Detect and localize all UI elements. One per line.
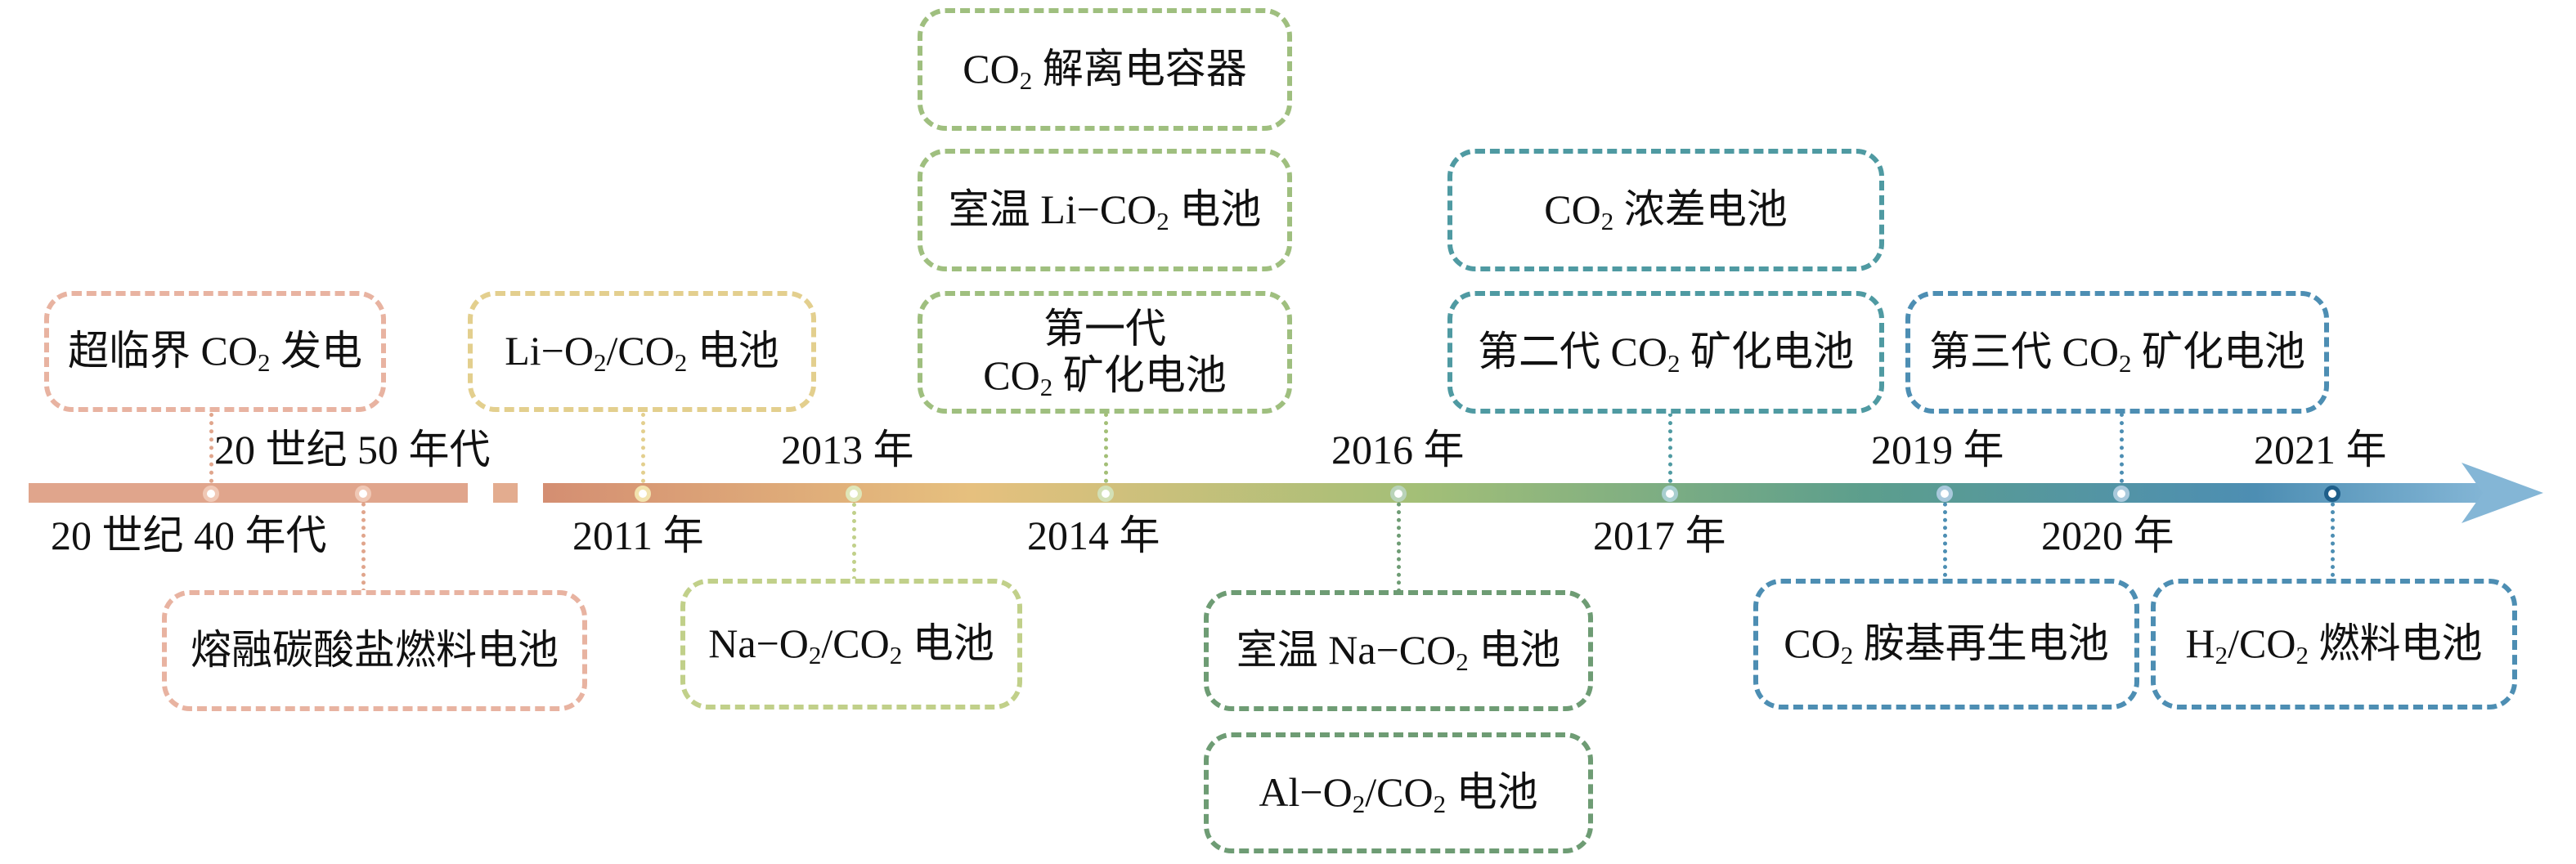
event-box-line: 第二代 CO2 矿化电池 bbox=[1478, 329, 1854, 378]
timeline-segment-1 bbox=[29, 483, 468, 503]
year-label-2020: 2020 年 bbox=[2041, 513, 2174, 558]
connector bbox=[1104, 413, 1108, 491]
connector bbox=[1668, 413, 1672, 491]
connector bbox=[2331, 495, 2335, 593]
timeline-node bbox=[2324, 486, 2340, 502]
event-box-line: CO2 矿化电池 bbox=[983, 352, 1227, 401]
timeline-node bbox=[355, 486, 371, 502]
year-label-1940s: 20 世纪 40 年代 bbox=[51, 513, 327, 558]
timeline-node bbox=[2113, 486, 2129, 502]
connector bbox=[1943, 495, 1947, 593]
event-box-li-o2-co2: Li−O2/CO2 电池 bbox=[468, 291, 816, 412]
event-box-line: 室温 Li−CO2 电池 bbox=[948, 186, 1262, 235]
year-label-1950s: 20 世纪 50 年代 bbox=[214, 427, 491, 472]
year-label-2011: 2011 年 bbox=[572, 513, 704, 558]
year-label-2014: 2014 年 bbox=[1027, 513, 1160, 558]
timeline-node bbox=[203, 486, 219, 502]
year-label-2016: 2016 年 bbox=[1331, 427, 1465, 472]
event-box-h2-co2: H2/CO2 燃料电池 bbox=[2151, 579, 2517, 710]
timeline-node bbox=[1936, 486, 1953, 502]
connector bbox=[1397, 495, 1401, 593]
event-box-line: Al−O2/CO2 电池 bbox=[1259, 769, 1538, 818]
event-box-line: 室温 Na−CO2 电池 bbox=[1236, 627, 1561, 676]
timeline-arrowhead bbox=[2462, 463, 2543, 523]
year-label-2021: 2021 年 bbox=[2254, 427, 2387, 472]
event-box-gen3-mineral: 第三代 CO2 矿化电池 bbox=[1905, 291, 2329, 414]
year-label-2017: 2017 年 bbox=[1593, 513, 1726, 558]
event-box-line: CO2 浓差电池 bbox=[1544, 186, 1788, 235]
year-label-2019: 2019 年 bbox=[1871, 427, 2004, 472]
event-box-co2-amine: CO2 胺基再生电池 bbox=[1753, 579, 2139, 710]
event-box-rt-li-co2: 室温 Li−CO2 电池 bbox=[918, 149, 1292, 271]
timeline-node bbox=[846, 486, 862, 502]
event-box-na-o2-co2: Na−O2/CO2 电池 bbox=[680, 579, 1022, 710]
connector bbox=[2120, 413, 2124, 491]
event-box-rt-na-co2: 室温 Na−CO2 电池 bbox=[1204, 590, 1593, 711]
timeline-node bbox=[1390, 486, 1407, 502]
event-box-line: CO2 胺基再生电池 bbox=[1784, 620, 2109, 669]
timeline-node bbox=[1662, 486, 1678, 502]
timeline-segment-3 bbox=[543, 483, 2489, 503]
event-box-al-o2-co2: Al−O2/CO2 电池 bbox=[1204, 732, 1593, 853]
event-box-supercritical-co2: 超临界 CO2 发电 bbox=[44, 291, 386, 412]
event-box-line: Na−O2/CO2 电池 bbox=[708, 620, 994, 669]
year-label-2013: 2013 年 bbox=[781, 427, 914, 472]
timeline-segment-2 bbox=[493, 483, 518, 503]
connector bbox=[641, 413, 645, 491]
connector bbox=[209, 413, 213, 491]
connector bbox=[852, 495, 856, 580]
timeline-node bbox=[1097, 486, 1114, 502]
event-box-line: Li−O2/CO2 电池 bbox=[505, 328, 779, 377]
event-box-line: 超临界 CO2 发电 bbox=[68, 328, 362, 377]
connector bbox=[361, 495, 366, 593]
event-box-line: 第三代 CO2 矿化电池 bbox=[1929, 329, 2305, 378]
event-box-line: CO2 解离电容器 bbox=[963, 46, 1247, 95]
event-box-molten-carbonate: 熔融碳酸盐燃料电池 bbox=[162, 590, 587, 711]
event-box-line: 熔融碳酸盐燃料电池 bbox=[191, 627, 559, 674]
event-box-line: H2/CO2 燃料电池 bbox=[2185, 620, 2483, 669]
event-box-gen2-mineral: 第二代 CO2 矿化电池 bbox=[1447, 291, 1884, 414]
timeline-node bbox=[635, 486, 651, 502]
event-box-co2-concentration: CO2 浓差电池 bbox=[1447, 149, 1884, 271]
event-box-line: 第一代 bbox=[1043, 305, 1166, 351]
event-box-co2-capacitor: CO2 解离电容器 bbox=[918, 8, 1292, 131]
